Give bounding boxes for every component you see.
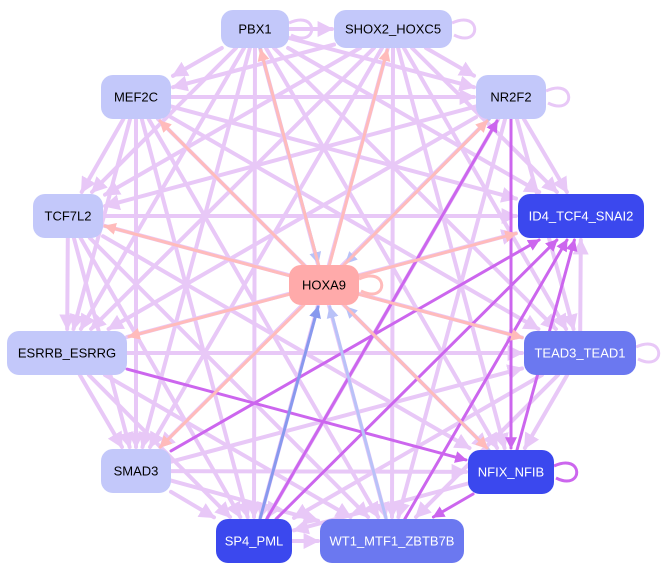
node-label: TCF7L2 [45, 209, 92, 224]
edge-mef2c-to-tead3_tead1 [169, 115, 541, 331]
edge-hoxa9-to-smad3 [158, 303, 306, 449]
node-label: TEAD3_TEAD1 [534, 346, 625, 361]
node-box [101, 449, 171, 493]
node-shox2-hoxc5[interactable]: SHOX2_HOXC5 [334, 10, 452, 48]
node-box [216, 519, 292, 563]
node-label: ID4_TCF4_SNAI2 [529, 209, 634, 224]
edge-pbx1-to-sp4_pml [246, 46, 263, 519]
node-nfix-nfib[interactable]: NFIX_NFIB [468, 450, 554, 494]
node-box [476, 75, 546, 119]
edge-tead3_tead1-to-nfix_nfib [522, 373, 570, 450]
node-label: HOXA9 [302, 278, 346, 293]
node-label: ESRRB_ESRRG [18, 346, 116, 361]
edge-nfix_nfib-to-sp4_pml [292, 481, 470, 535]
edge-sp4_pml-to-hoxa9 [258, 305, 321, 521]
edge-tead3_tead1-to-id4_tcf4_snai2 [572, 238, 589, 333]
edge-shox2_hoxc5-to-wt1_mtf1_zbtb7b [384, 46, 401, 519]
node-label: SP4_PML [225, 534, 284, 549]
edge-shox2_hoxc5-to-id4_tcf4_snai2 [410, 46, 559, 194]
node-label: MEF2C [114, 90, 158, 105]
edge-hoxa9-to-mef2c [158, 119, 306, 267]
edge-nfix_nfib-to-wt1_mtf1_zbtb7b [431, 492, 475, 519]
node-box [289, 265, 359, 305]
node-nr2f2[interactable]: NR2F2 [476, 75, 546, 119]
edge-hoxa9-to-id4_tcf4_snai2 [357, 230, 518, 278]
node-id4-tcf4-snai2[interactable]: ID4_TCF4_SNAI2 [518, 194, 644, 238]
node-mef2c[interactable]: MEF2C [101, 75, 171, 119]
node-tead3-tead1[interactable]: TEAD3_TEAD1 [524, 331, 636, 375]
self-loop-pbx1 [288, 18, 314, 40]
edge-shox2_hoxc5-to-smad3 [148, 46, 384, 449]
node-box [334, 10, 452, 48]
edge-pbx1-to-id4_tcf4_snai2 [286, 46, 542, 194]
self-loop-nfix_nfib [553, 461, 579, 483]
edge-smad3-to-tead3_tead1 [169, 364, 524, 464]
self-loop-tead3_tead1 [635, 342, 661, 364]
self-loop-nr2f2 [545, 86, 571, 108]
edge-pbx1-to-mef2c [171, 46, 224, 78]
edge-sp4_pml-to-nr2f2 [265, 119, 499, 521]
edge-nr2f2-to-esrrb_esrrg [106, 115, 478, 331]
node-wt1-mtf1-zbtb7b[interactable]: WT1_MTF1_ZBTB7B [320, 519, 464, 563]
node-smad3[interactable]: SMAD3 [101, 449, 171, 493]
node-label: SMAD3 [114, 464, 159, 479]
edge-tcf7l2-to-esrrb_esrrg [59, 236, 76, 331]
node-esrrb-esrrg[interactable]: ESRRB_ESRRG [7, 331, 127, 375]
node-label: WT1_MTF1_ZBTB7B [330, 534, 455, 549]
node-label: NFIX_NFIB [478, 465, 544, 480]
self-loop-shox2_hoxc5 [451, 18, 477, 40]
edge-hoxa9-to-nfix_nfib [342, 303, 489, 450]
edge-mef2c-to-id4_tcf4_snai2 [169, 104, 518, 203]
node-hoxa9[interactable]: HOXA9 [289, 265, 359, 305]
node-box [524, 331, 636, 375]
edge-shox2_hoxc5-to-nr2f2 [424, 46, 476, 78]
edge-mef2c-to-tcf7l2 [79, 117, 126, 194]
edge-nr2f2-to-id4_tcf4_snai2 [521, 117, 569, 194]
node-box [33, 194, 103, 238]
node-box [468, 450, 554, 494]
node-tcf7l2[interactable]: TCF7L2 [33, 194, 103, 238]
edge-pbx1-to-tead3_tead1 [272, 46, 558, 331]
node-label: SHOX2_HOXC5 [345, 22, 441, 37]
node-pbx1[interactable]: PBX1 [221, 10, 289, 48]
self-loop-hoxa9 [358, 274, 384, 296]
edge-esrrb_esrrg-to-nfix_nfib [125, 367, 468, 463]
node-label: NR2F2 [490, 90, 531, 105]
edge-wt1_mtf1_zbtb7b-to-id4_tcf4_snai2 [403, 238, 569, 521]
node-label: PBX1 [238, 22, 271, 37]
edge-hoxa9-to-shox2_hoxc5 [327, 48, 391, 267]
edge-hoxa9-to-esrrb_esrrg [127, 292, 291, 340]
node-box [7, 331, 127, 375]
edge-shox2_hoxc5-to-nfix_nfib [396, 46, 509, 450]
edge-tcf7l2-to-nfix_nfib [101, 234, 472, 450]
edge-hoxa9-to-tead3_tead1 [357, 292, 524, 341]
edge-wt1_mtf1_zbtb7b-to-hoxa9 [326, 305, 388, 521]
node-sp4-pml[interactable]: SP4_PML [216, 519, 292, 563]
edge-smad3-to-nfix_nfib [169, 463, 468, 480]
node-box [518, 194, 644, 238]
edge-shox2_hoxc5-to-mef2c [171, 42, 336, 92]
node-box [221, 10, 289, 48]
edge-shox2_hoxc5-to-esrrb_esrrg [89, 46, 376, 331]
edge-hoxa9-to-nr2f2 [342, 119, 489, 267]
edge-hoxa9-to-pbx1 [257, 48, 321, 267]
edge-esrrb_esrrg-to-smad3 [77, 373, 124, 449]
edge-hoxa9-to-tcf7l2 [103, 223, 291, 278]
edge-smad3-to-sp4_pml [169, 489, 216, 520]
node-box [320, 519, 464, 563]
edge-smad3-to-id4_tcf4_snai2 [169, 238, 541, 453]
node-box [101, 75, 171, 119]
